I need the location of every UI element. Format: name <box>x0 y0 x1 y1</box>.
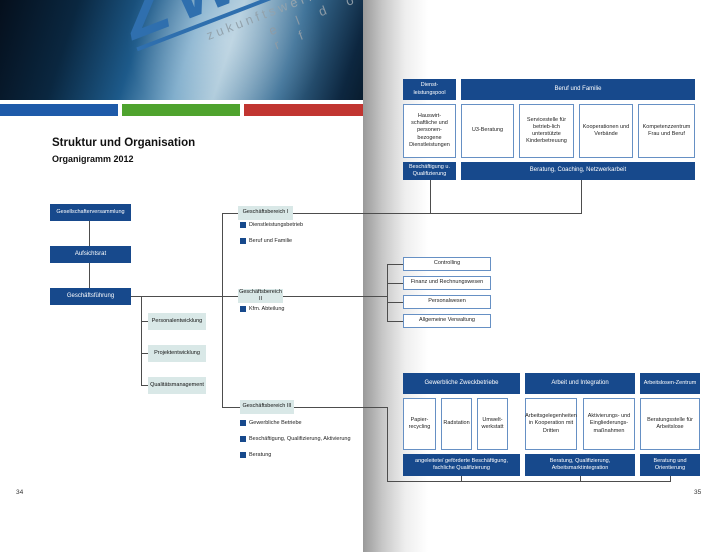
connector-line <box>222 213 582 214</box>
header-beruf-und-familie: Beruf und Familie <box>461 79 695 100</box>
connector-line <box>142 321 148 322</box>
box-projektentwicklung: Projektentwicklung <box>148 345 206 362</box>
footer-angeleitete-beschaeftigung: angeleitete/ geförderte Beschäftigung, f… <box>403 454 520 476</box>
accent-bar-green <box>122 104 240 116</box>
bullet-square-icon <box>240 420 246 426</box>
footer-beratung-orientierung: Beratung und Orientierung <box>640 454 700 476</box>
connector-line <box>388 302 403 303</box>
connector-line <box>388 283 403 284</box>
box-geschaeftsbereich-3: Geschäftsbereich III <box>240 400 294 414</box>
box-servicestelle-kinderbetreuung: Servicestelle für betrieb-lich unterstüt… <box>519 104 574 158</box>
box-umweltwerkstatt: Umwelt-werkstatt <box>477 398 508 450</box>
box-papierrecycling: Papier-recycling <box>403 398 436 450</box>
bullet-square-icon <box>240 436 246 442</box>
connector-line <box>581 180 582 213</box>
connector-line <box>222 296 387 297</box>
connector-line <box>387 481 671 482</box>
footer-beschaeftigung-qualifizierung: Beschäftigung u. Qualifizierung <box>403 162 456 180</box>
bullet-square-icon <box>240 238 246 244</box>
footer-beratung-coaching-netzwerkarbeit: Beratung, Coaching, Netzwerkarbeit <box>461 162 695 180</box>
box-gesellschafterversammlung: Gesellschafterversammlung <box>50 204 131 221</box>
box-u3-beratung: U3-Beratung <box>461 104 514 158</box>
bullet-label: Dienstleistungsbetrieb <box>249 222 304 228</box>
bullet-item: Beratung <box>240 452 271 458</box>
connector-line <box>387 407 388 481</box>
bullet-item: Beschäftigung, Qualifizierung, Aktivieru… <box>240 436 351 442</box>
box-allgemeine-verwaltung: Allgemeine Verwaltung <box>403 314 491 328</box>
connector-line <box>89 221 90 246</box>
box-controlling: Controlling <box>403 257 491 271</box>
accent-bar-blue <box>0 104 118 116</box>
box-arbeitsgelegenheiten: Arbeitsgelegenheiten in Kooperation mit … <box>525 398 577 450</box>
box-geschaeftsbereich-2: Geschäftsbereich II <box>238 288 283 303</box>
bullet-item: Gewerbliche Betriebe <box>240 420 302 426</box>
connector-line <box>430 180 431 213</box>
connector-line <box>388 264 403 265</box>
footer-beratung-arbeitsmarktintegration: Beratung, Qualifizierung, Arbeitsmarktin… <box>525 454 635 476</box>
connector-line <box>461 476 462 481</box>
connector-line <box>130 296 222 297</box>
connector-line <box>580 476 581 481</box>
connector-line <box>142 353 148 354</box>
bullet-item: Kfm. Abteilung <box>240 306 284 312</box>
connector-line <box>387 264 388 322</box>
bullet-label: Gewerbliche Betriebe <box>249 420 302 426</box>
box-beratungsstelle-arbeitslose: Beratungsstelle für Arbeitslose <box>640 398 700 450</box>
connector-line <box>141 296 142 386</box>
connector-line <box>142 385 148 386</box>
connector-line <box>388 321 403 322</box>
zwd-logo: ZWD zukunftswerkstatt e l d o r f <box>111 0 363 99</box>
accent-bar-red <box>244 104 363 116</box>
connector-line <box>222 407 387 408</box>
bullet-square-icon <box>240 222 246 228</box>
bullet-label: Beratung <box>249 452 272 458</box>
box-personalentwicklung: Personalentwicklung <box>148 313 206 330</box>
page-subtitle: Organigramm 2012 <box>52 154 134 164</box>
box-personalwesen: Personalwesen <box>403 295 491 309</box>
header-arbeit-und-integration: Arbeit und Integration <box>525 373 635 394</box>
page-title: Struktur und Organisation <box>52 137 196 149</box>
page-number-right: 35 <box>694 489 702 496</box>
box-geschaeftsfuehrung: Geschäftsführung <box>50 288 131 305</box>
cover-photo: ZWD zukunftswerkstatt e l d o r f <box>0 0 363 100</box>
header-gewerbliche-zweckbetriebe: Gewerbliche Zweckbetriebe <box>403 373 520 394</box>
bullet-label: Beruf und Familie <box>249 238 293 244</box>
box-kooperationen-verbaende: Kooperationen und Verbände <box>579 104 633 158</box>
bullet-label: Kfm. Abteilung <box>249 306 285 312</box>
box-kompetenzzentrum-frau-beruf: Kompetenzzentrum Frau und Beruf <box>638 104 695 158</box>
page-number-left: 34 <box>16 489 24 496</box>
box-hauswirtschaftliche-dienstleistungen: Hauswirt-schaftliche und personen-bezoge… <box>403 104 456 158</box>
bullet-square-icon <box>240 306 246 312</box>
bullet-square-icon <box>240 452 246 458</box>
box-aktivierungsmassnahmen: Aktivierungs- und Eingliederungs-maßnahm… <box>583 398 635 450</box>
bullet-item: Beruf und Familie <box>240 238 292 244</box>
box-finanz-rechnungswesen: Finanz und Rechnungswesen <box>403 276 491 290</box>
connector-line <box>670 476 671 481</box>
box-aufsichtsrat: Aufsichtsrat <box>50 246 131 263</box>
box-radstation: Radstation <box>441 398 472 450</box>
connector-line <box>89 262 90 288</box>
connector-line <box>222 213 223 407</box>
bullet-item: Dienstleistungsbetrieb <box>240 222 303 228</box>
bullet-label: Beschäftigung, Qualifizierung, Aktivieru… <box>249 436 351 442</box>
box-qualitaetsmanagement: Qualitätsmanagement <box>148 377 206 394</box>
header-arbeitslosen-zentrum: Arbeitslosen-Zentrum <box>640 373 700 394</box>
header-dienstleistungspool: Dienst-leistungspool <box>403 79 456 100</box>
box-geschaeftsbereich-1: Geschäftsbereich I <box>238 206 293 220</box>
